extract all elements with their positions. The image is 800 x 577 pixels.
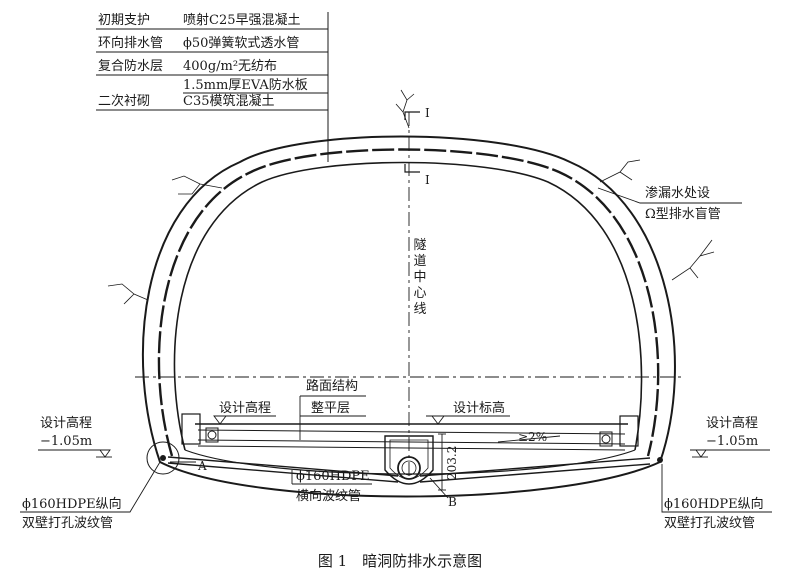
left-elev-value: −1.05m [40,434,92,449]
transverse-pipe-line2: 横向波纹管 [296,488,361,504]
legend-lines [96,12,329,162]
outer-lining-edge [141,135,676,463]
point-a-label: A [197,459,207,473]
waterproof-membrane [157,148,660,457]
central-drain: 203.2 [384,433,459,491]
right-pipe-note: ϕ160HDPE纵向 双壁打孔波纹管 [661,464,772,531]
center-label-char-3: 中 [413,270,426,285]
left-ditch-cover [205,427,219,443]
legend-spec-4: 1.5mm厚EVA防水板 [183,77,308,93]
point-b-label: B [448,495,457,509]
section-mark-top-label: I [425,106,430,120]
design-elev-inner-label: 设计高程 [219,400,271,416]
center-label-char-2: 道 [413,254,426,269]
point-a: A [146,441,207,475]
legend-spec-3: 400g/m²无纺布 [183,59,277,74]
center-label-char-4: 心 [413,286,426,301]
road-structure [181,413,639,451]
road-labels: 路面结构 整平层 设计高程 设计标高 ≥2% [213,378,561,444]
legend-layer-1: 初期支护 [98,13,150,28]
right-elev-value: −1.05m [706,434,758,449]
design-mark-label: 设计标高 [453,400,505,416]
right-pipe-line1: ϕ160HDPE纵向 [664,496,764,512]
point-b: B [429,477,457,509]
transverse-pipe-line1: ϕ160HDPE [296,469,370,484]
right-side-ditch [619,415,639,447]
legend-spec-5: C35模筑混凝土 [183,93,275,109]
inner-lining-edge [173,161,643,451]
left-pipe-line2: 双壁打孔波纹管 [22,516,113,531]
right-pipe-marker [657,457,663,463]
left-elev-label: 设计高程 [40,415,92,431]
leak-note: 渗漏水处设 Ω型排水盲管 [597,185,742,222]
leak-note-line1: 渗漏水处设 [645,185,710,201]
leveling-label: 整平层 [311,401,350,416]
left-pipe-line1: ϕ160HDPE纵向 [22,496,122,512]
central-pipe [397,456,421,480]
center-label-char-1: 隧 [413,237,426,253]
legend-table: 初期支护 环向排水管 复合防水层 二次衬砌 喷射C25早强混凝土 ϕ50弹簧软式… [96,12,329,162]
detail-circle-a [146,441,180,475]
center-label-char-5: 线 [413,302,426,317]
tunnel-lining [141,135,676,498]
crack-lines [107,89,715,305]
section-mark-bottom-label: I [425,173,430,187]
left-side-ditch [181,413,201,445]
legend-layer-3: 复合防水层 [98,58,163,74]
invert-inner [184,449,636,475]
slope-label: ≥2% [518,430,547,444]
legend-spec-2: ϕ50弹簧软式透水管 [183,35,299,51]
left-pipe-note: ϕ160HDPE纵向 双壁打孔波纹管 [20,461,161,531]
left-elevation: 设计高程 −1.05m [38,415,112,458]
legend-layer-2: 环向排水管 [98,35,163,51]
right-pipe-line2: 双壁打孔波纹管 [664,516,755,531]
right-ditch-cover [599,431,613,447]
transverse-pipe: ϕ160HDPE 横向波纹管 [167,456,651,504]
depth-label: 203.2 [445,446,459,480]
legend-layer-5: 二次衬砌 [98,93,150,109]
legend-spec-1: 喷射C25早强混凝土 [183,12,301,28]
right-elev-label: 设计高程 [706,415,758,431]
leak-note-line2: Ω型排水盲管 [645,206,721,222]
invert-outer [159,461,661,498]
figure-caption: 图 1 暗洞防排水示意图 [318,552,482,570]
right-elevation: 设计高程 −1.05m [690,415,770,458]
center-line-label: 隧 道 中 心 线 [413,237,426,317]
pavement-label: 路面结构 [306,378,358,394]
section-mark-bottom: I [404,164,430,187]
